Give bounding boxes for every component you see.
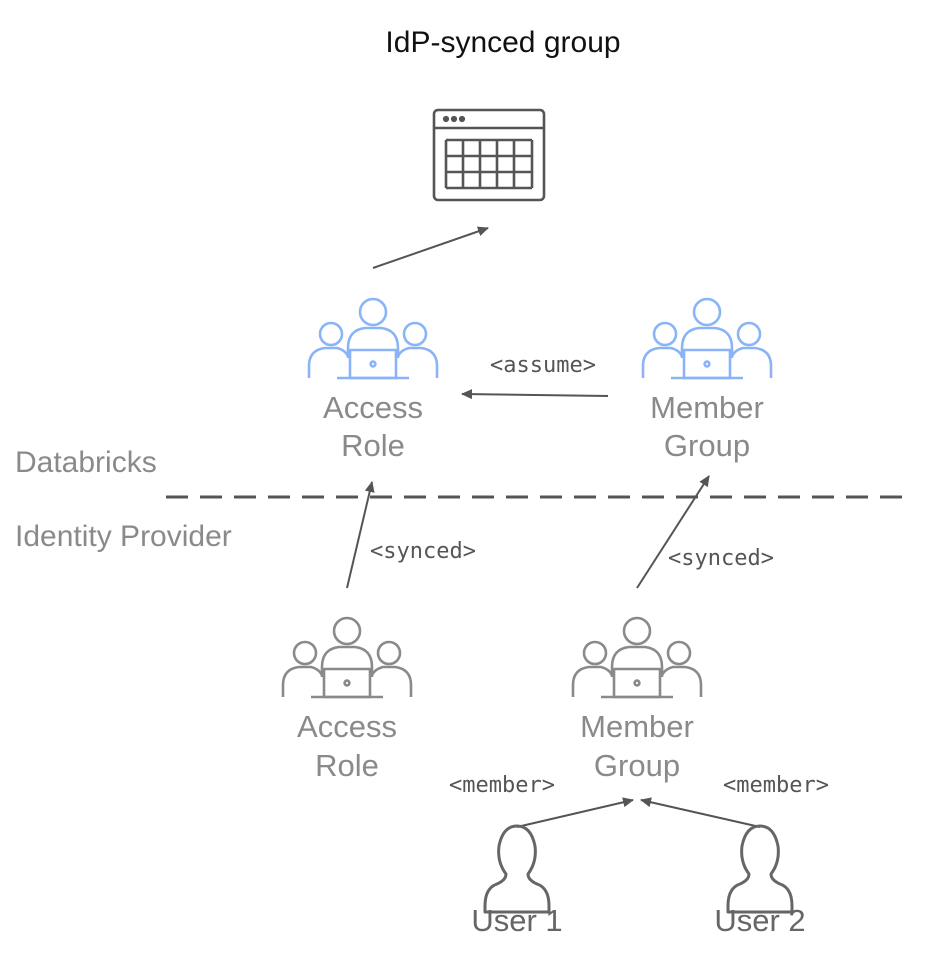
user-label: User 1 xyxy=(471,903,562,938)
arrow-member-user1 xyxy=(516,797,634,828)
edge-label-assume: <assume> xyxy=(490,353,596,378)
edge-label-member-user1: <member> xyxy=(449,773,555,798)
node-label-line1: Member xyxy=(580,709,694,744)
node-label-line2: Role xyxy=(315,748,379,783)
arrow-role-to-table xyxy=(372,226,489,269)
node-label-line2: Role xyxy=(341,428,405,463)
user-label: User 2 xyxy=(714,903,805,938)
group-icon xyxy=(281,616,413,699)
edge-label-member-user2: <member> xyxy=(723,773,829,798)
user-icon xyxy=(726,824,794,914)
arrow-synced-group xyxy=(636,475,710,589)
zone-label-identity-provider: Identity Provider xyxy=(15,520,232,553)
edge-label-synced-group: <synced> xyxy=(668,546,774,571)
group-icon xyxy=(307,297,439,380)
node-label-line1: Access xyxy=(323,390,423,425)
idp-member-group: Member Group xyxy=(571,616,703,783)
node-label-line2: Group xyxy=(664,428,750,463)
databricks-member-group: Member Group xyxy=(641,297,773,463)
node-label-line2: Group xyxy=(594,748,680,783)
group-icon xyxy=(571,616,703,699)
arrow-assume xyxy=(461,389,609,400)
table-icon xyxy=(432,108,546,202)
idp-access-role: Access Role xyxy=(281,616,413,783)
node-label-line1: Member xyxy=(650,390,764,425)
user-2: User 2 xyxy=(714,824,806,938)
user-1: User 1 xyxy=(471,824,563,938)
edge-label-synced-role: <synced> xyxy=(370,539,476,564)
arrow-member-user2 xyxy=(640,797,761,828)
databricks-access-role: Access Role xyxy=(307,297,439,463)
user-icon xyxy=(483,824,551,914)
arrow-synced-role xyxy=(346,481,375,589)
diagram-title: IdP-synced group xyxy=(385,26,620,59)
zone-label-databricks: Databricks xyxy=(15,446,157,479)
group-icon xyxy=(641,297,773,380)
node-label-line1: Access xyxy=(297,709,397,744)
